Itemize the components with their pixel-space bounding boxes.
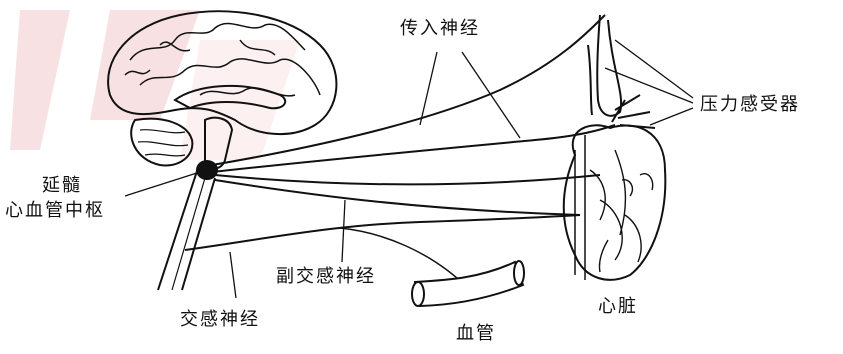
watermark — [10, 10, 300, 160]
spinal-cord — [158, 168, 215, 290]
blood-vessel-label: 血管 — [456, 323, 496, 345]
cardiovascular-center-label: 心血管中枢 — [5, 200, 105, 222]
efferent-nerves — [185, 175, 600, 298]
heart — [564, 15, 666, 280]
sympathetic-nerve-label: 交感神经 — [180, 309, 260, 331]
parasympathetic-branch — [185, 215, 580, 250]
afferent-nerve-label: 传入神经 — [400, 18, 480, 40]
heart-label: 心脏 — [598, 296, 638, 318]
medulla-center — [196, 160, 218, 180]
cerebellum-folia — [138, 130, 188, 156]
blood-vessel — [412, 261, 524, 306]
parasympathetic-nerve-label: 副交感神经 — [276, 266, 376, 288]
baroreceptor-label: 压力感受器 — [700, 94, 800, 116]
medulla-label: 延髓 — [42, 175, 82, 197]
medulla-leader — [125, 172, 200, 196]
